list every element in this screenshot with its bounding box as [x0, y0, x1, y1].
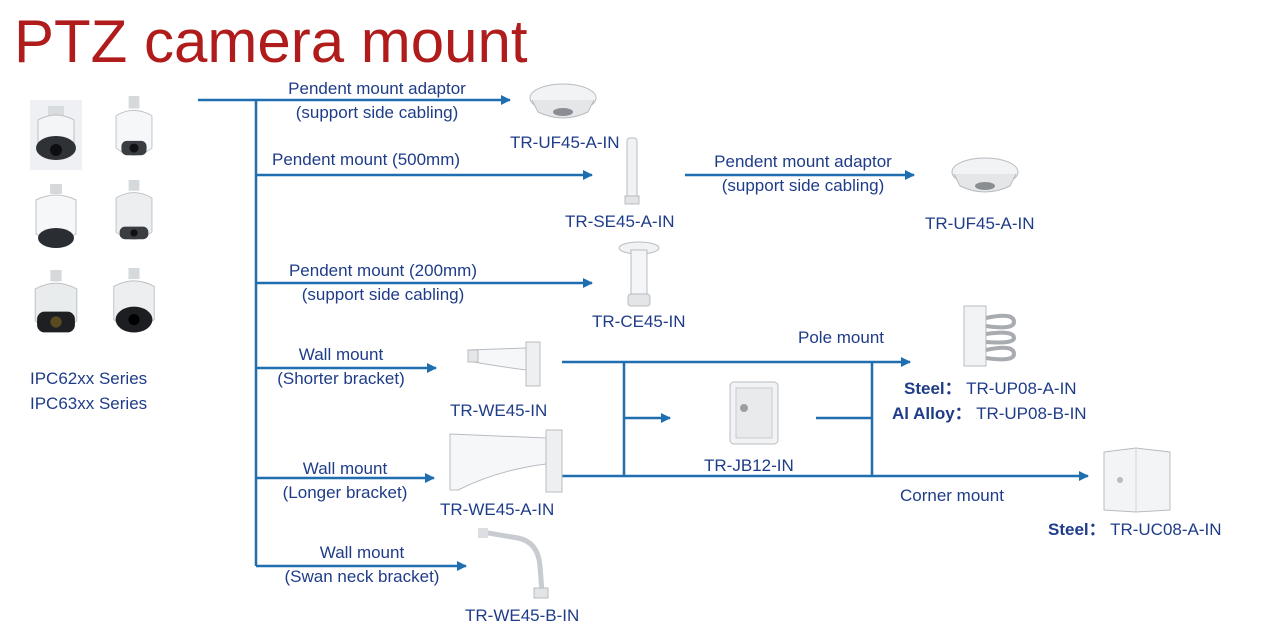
pole-mount-image — [963, 305, 1017, 367]
pole-mount-label: Pole mount — [798, 328, 884, 347]
corner-mount-label: Corner mount — [900, 486, 1004, 505]
page-title: PTZ camera mount — [14, 8, 528, 75]
wall-bracket-long-image — [449, 429, 563, 493]
branch2-code: TR-SE45-A-IN — [565, 212, 675, 231]
ptz-camera-image-3 — [35, 184, 77, 248]
camera-series-2: IPC63xx Series — [30, 394, 148, 413]
pole-steel-row: Steel： TR-UP08-A-IN — [904, 378, 1077, 400]
junction-box-image — [729, 381, 779, 445]
ptz-camera-image-1 — [30, 100, 82, 170]
branch3-code: TR-CE45-IN — [592, 312, 686, 331]
branch6-line1: Wall mount — [319, 543, 405, 562]
pendent-pole-200-image — [618, 241, 660, 307]
corner-steel-code: TR-UC08-A-IN — [1110, 520, 1222, 539]
branch2b-code: TR-UF45-A-IN — [925, 214, 1035, 233]
branch4-line2: (Shorter bracket) — [277, 369, 405, 388]
pole-steel-code: TR-UP08-A-IN — [966, 379, 1077, 398]
branch6-code: TR-WE45-B-IN — [465, 606, 580, 625]
corner-mount-image — [1103, 447, 1171, 513]
pole-steel-label: Steel： — [904, 379, 962, 398]
swan-neck-bracket-image — [478, 528, 549, 599]
pole-al-row: Al Alloy： TR-UP08-B-IN — [892, 403, 1087, 425]
camera-series-1: IPC62xx Series — [30, 369, 148, 388]
ptz-camera-image-4 — [115, 180, 153, 240]
ptz-camera-image-2 — [115, 96, 153, 156]
branch2b-line1: Pendent mount adaptor — [714, 152, 892, 171]
branch3-line1: Pendent mount (200mm) — [288, 261, 478, 280]
ptz-camera-image-5 — [34, 270, 78, 333]
ptz-camera-image-6 — [113, 268, 155, 333]
branch5-code: TR-WE45-A-IN — [440, 500, 555, 519]
branch3-line2: (support side cabling) — [301, 285, 465, 304]
branch5-line2: (Longer bracket) — [282, 483, 408, 502]
pole-al-code: TR-UP08-B-IN — [976, 404, 1087, 423]
branch5-label: Wall mount (Longer bracket) — [270, 457, 420, 505]
corner-steel-label: Steel： — [1048, 520, 1106, 539]
junction-box-code: TR-JB12-IN — [704, 456, 794, 475]
corner-steel-row: Steel： TR-UC08-A-IN — [1048, 519, 1222, 541]
branch5-line1: Wall mount — [302, 459, 388, 478]
branch2b-label: Pendent mount adaptor (support side cabl… — [692, 150, 914, 198]
branch6-line2: (Swan neck bracket) — [284, 567, 440, 586]
branch1-line2: (support side cabling) — [295, 103, 459, 122]
branch2b-line2: (support side cabling) — [721, 176, 885, 195]
wall-bracket-short-image — [467, 341, 541, 387]
pendent-pole-500-image — [624, 137, 640, 205]
pendent-adaptor-image-1 — [529, 83, 597, 119]
branch4-code: TR-WE45-IN — [450, 401, 548, 420]
branch3-label: Pendent mount (200mm) (support side cabl… — [266, 259, 500, 307]
branch4-line1: Wall mount — [298, 345, 384, 364]
pole-al-label: Al Alloy： — [892, 404, 972, 423]
branch4-label: Wall mount (Shorter bracket) — [266, 343, 416, 391]
pendent-adaptor-image-2 — [951, 157, 1019, 193]
branch6-label: Wall mount (Swan neck bracket) — [272, 541, 452, 589]
branch1-line1: Pendent mount adaptor — [288, 79, 466, 98]
branch2-label: Pendent mount (500mm) — [272, 150, 461, 169]
branch1-code: TR-UF45-A-IN — [510, 133, 620, 152]
branch1-label: Pendent mount adaptor (support side cabl… — [266, 77, 488, 125]
